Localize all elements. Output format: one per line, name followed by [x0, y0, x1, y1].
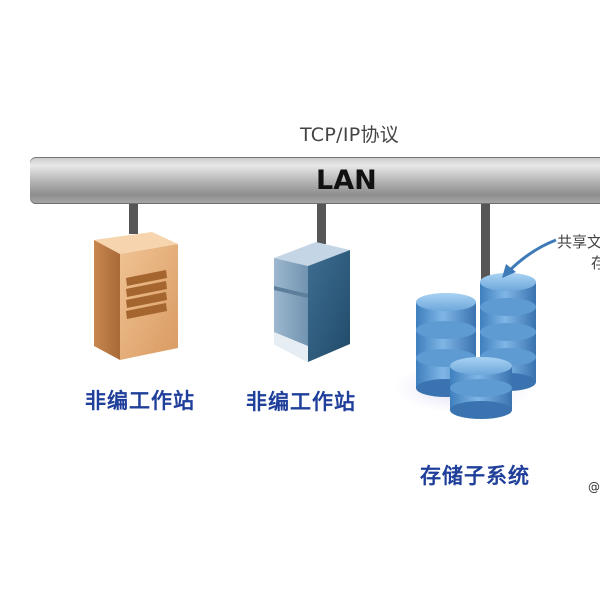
arrow-icon	[502, 238, 557, 278]
tan-tower-server-icon	[94, 232, 178, 360]
workstation-2-label: 非编工作站	[246, 389, 356, 414]
side-note-text-2: 存	[591, 254, 600, 272]
protocol-label: TCP/IP协议	[300, 124, 400, 146]
connector-line-workstation-2	[317, 204, 326, 244]
connector-line-workstation-1	[129, 204, 138, 234]
blue-tower-server-icon	[274, 242, 350, 362]
storage-disk-array-icon	[394, 273, 536, 419]
side-note-text: 共享文	[557, 233, 600, 251]
corner-mark: @	[588, 480, 600, 494]
storage-label: 存储子系统	[420, 463, 530, 488]
lan-bus-bar	[30, 157, 600, 204]
workstation-1-label: 非编工作站	[85, 388, 195, 413]
connector-line-storage	[481, 204, 490, 284]
lan-label: LAN	[316, 165, 377, 196]
disk-stack-front	[450, 357, 512, 419]
